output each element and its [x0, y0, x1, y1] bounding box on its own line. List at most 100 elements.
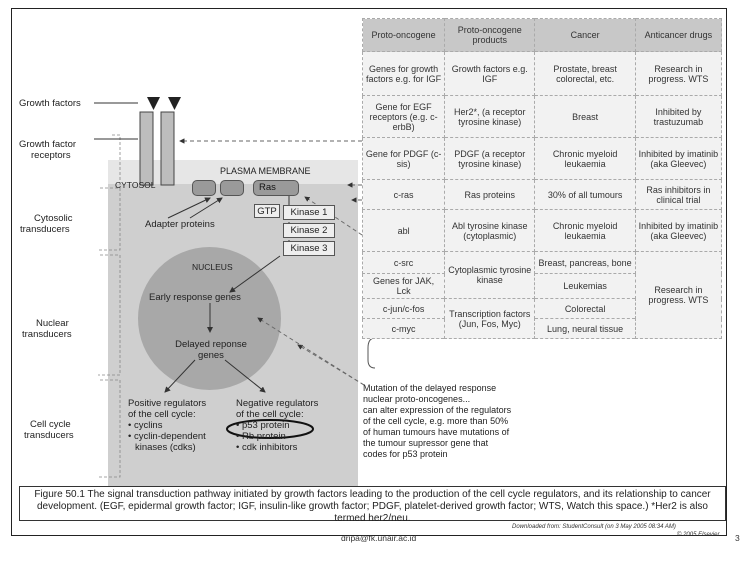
- label-cell-cycle-transducers: Cell cycle transducers: [24, 419, 74, 441]
- table-cell: PDGF (a receptor tyrosine kinase): [444, 137, 536, 180]
- table-cell: c-src: [361, 251, 446, 274]
- label-line: Positive regulators: [128, 398, 207, 409]
- table-row: c-ras Ras proteins 30% of all tumours Ra…: [361, 179, 723, 210]
- note-line: the tumour supressor gene that: [363, 438, 489, 448]
- delayed-response-genes: Delayed reponse genes: [172, 339, 250, 361]
- adapter-protein-2: [220, 180, 244, 196]
- negative-regulators: Negative regulators of the cell cycle: •…: [236, 398, 346, 453]
- label-line: genes: [198, 350, 224, 361]
- copyright-credit: © 2005 Elsevier: [677, 532, 720, 538]
- table-row: Gene for PDGF (c-sis) PDGF (a receptor t…: [361, 137, 723, 180]
- header-drugs: Anticancer drugs: [634, 18, 723, 52]
- label-line: of the cell cycle:: [128, 409, 196, 420]
- table-cell: c-jun/c-fos: [361, 298, 446, 319]
- table-cell: Genes for growth factors e.g. for IGF: [361, 51, 446, 96]
- gtp-box: GTP: [254, 204, 280, 218]
- download-credit: Downloaded from: StudentConsult (on 3 Ma…: [512, 524, 676, 530]
- figure-caption: Figure 50.1 The signal transduction path…: [19, 486, 726, 524]
- note-line: of human tumours have mutations of: [363, 427, 510, 437]
- table-cell: Genes for JAK, Lck: [361, 273, 446, 299]
- table-cell: abl: [361, 209, 446, 252]
- table-cell: Cytoplasmic tyrosine kinase: [444, 251, 536, 299]
- label-growth-factors: Growth factors: [19, 98, 81, 109]
- list-item: • cyclins: [128, 420, 163, 431]
- table-cell: Leukemias: [534, 273, 636, 299]
- note-line: Mutation of the delayed response: [363, 383, 497, 393]
- table-row: Genes for JAK, Lck Leukemias: [361, 273, 722, 299]
- table-row: c-jun/c-fos Transcription factors (Jun, …: [361, 298, 722, 339]
- note-line: nuclear proto-oncogenes...: [363, 394, 471, 404]
- label-line: transducers: [24, 430, 74, 441]
- table-cell: 30% of all tumours: [534, 179, 636, 210]
- footer-email: dripa@fk.unair.ac.id: [341, 533, 417, 543]
- table-cell: Inhibited by imatinib (aka Gleevec): [634, 137, 723, 180]
- table-cell: c-ras: [361, 179, 446, 210]
- list-item: kinases (cdks): [135, 442, 196, 453]
- p53-highlight-oval: [226, 419, 314, 439]
- label-growth-factor-receptors: Growth factor receptors: [19, 139, 76, 161]
- kinase-2-box: Kinase 2: [283, 223, 335, 238]
- page-number: 3: [735, 533, 740, 543]
- label-cytosolic-transducers: Cytosolic transducers: [20, 213, 73, 235]
- label-line: transducers: [20, 224, 70, 235]
- note-line: codes for p53 protein: [363, 449, 448, 459]
- table-cell: Breast, pancreas, bone: [534, 251, 636, 274]
- table-cell: Chronic myeloid leukaemia: [534, 137, 636, 180]
- table-cell: Gene for EGF receptors (e.g. c-erbB): [361, 95, 446, 138]
- proto-oncogene-table: Proto-oncogene Proto-oncogene products C…: [361, 18, 723, 339]
- header-proto-oncogene: Proto-oncogene: [361, 18, 446, 52]
- early-response-genes: Early response genes: [149, 292, 241, 303]
- adapter-proteins-label: Adapter proteins: [145, 219, 215, 230]
- cytosol-label: CYTOSOL: [115, 180, 156, 190]
- list-item: • cyclin-dependent: [128, 431, 206, 442]
- table-row: Genes for growth factors e.g. for IGF Gr…: [361, 51, 723, 96]
- table-cell: Colorectal: [534, 298, 636, 319]
- kinase-3-box: Kinase 3: [283, 241, 335, 256]
- label-line: Cytosolic: [34, 213, 73, 224]
- label-line: Nuclear: [36, 318, 69, 329]
- table-cell: Prostate, breast colorectal, etc.: [534, 51, 636, 96]
- adapter-protein-1: [192, 180, 216, 196]
- label-line: receptors: [31, 150, 71, 161]
- plasma-membrane-label: PLASMA MEMBRANE: [220, 166, 311, 176]
- table-cell: Growth factors e.g. IGF: [444, 51, 536, 96]
- table-cell: Breast: [534, 95, 636, 138]
- header-products: Proto-oncogene products: [444, 18, 536, 52]
- table-row: c-myc Lung, neural tissue: [361, 318, 722, 339]
- list-item: • cdk inhibitors: [236, 442, 298, 453]
- slide-frame: [11, 8, 727, 536]
- label-line: Growth factor: [19, 139, 77, 150]
- label-line: transducers: [22, 329, 72, 340]
- label-line: Negative regulators: [236, 398, 319, 409]
- note-line: can alter expression of the regulators: [363, 405, 512, 415]
- table-cell: Gene for PDGF (c-sis): [361, 137, 446, 180]
- receptor-shapes: [139, 97, 181, 186]
- label-nuclear-transducers: Nuclear transducers: [22, 318, 72, 340]
- table-cell: Ras proteins: [444, 179, 536, 210]
- table-cell: Research in progress. WTS: [634, 51, 723, 96]
- label-line: Cell cycle: [30, 419, 71, 430]
- table-header-row: Proto-oncogene Proto-oncogene products C…: [361, 18, 723, 52]
- kinase-1-box: Kinase 1: [283, 205, 335, 220]
- table-cell: Inhibited by imatinib (aka Gleevec): [634, 209, 723, 252]
- label-line: Delayed reponse: [175, 339, 247, 350]
- nucleus-label: NUCLEUS: [192, 262, 233, 272]
- label-line: of the cell cycle:: [236, 409, 304, 420]
- table-row: abl Abl tyrosine kinase (cytoplasmic) Ch…: [361, 209, 723, 252]
- table-cell: Her2*, (a receptor tyrosine kinase): [444, 95, 536, 138]
- table-cell: c-myc: [361, 318, 446, 339]
- table-cell: Chronic myeloid leukaemia: [534, 209, 636, 252]
- positive-regulators: Positive regulators of the cell cycle: •…: [128, 398, 233, 453]
- list-item: • Rb protein: [236, 431, 286, 442]
- header-cancer: Cancer: [534, 18, 636, 52]
- table-cell: Lung, neural tissue: [534, 318, 636, 339]
- ras-protein: Ras: [253, 180, 299, 196]
- table-cell: Transcription factors (Jun, Fos, Myc): [444, 298, 536, 339]
- table-row: c-src Cytoplasmic tyrosine kinase Breast…: [361, 251, 723, 339]
- table-cell: Inhibited by trastuzumab: [634, 95, 723, 138]
- table-row: Gene for EGF receptors (e.g. c-erbB) Her…: [361, 95, 723, 138]
- table-cell: Abl tyrosine kinase (cytoplasmic): [444, 209, 536, 252]
- list-item: • p53 protein: [236, 420, 290, 431]
- table-cell: Ras inhibitors in clinical trial: [634, 179, 723, 210]
